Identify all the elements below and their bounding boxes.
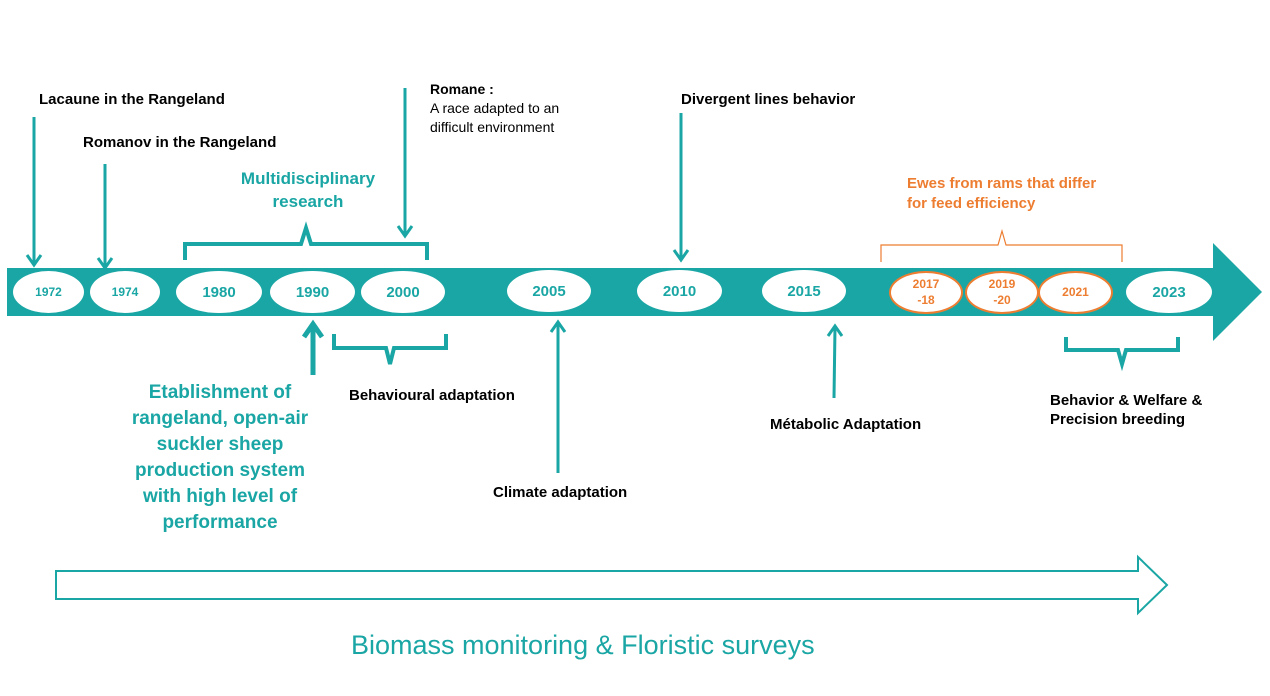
multidisciplinary-label: Multidisciplinary research (240, 169, 376, 211)
romanov-label: Romanov in the Rangeland (83, 134, 277, 151)
biomass-arrow (55, 554, 1169, 616)
divergent-arrow (672, 113, 690, 263)
ewes-bracket (880, 228, 1123, 262)
year-2019-20: 2019-20 (965, 271, 1039, 314)
establishment-label: Etablishment of rangeland, open-air suck… (131, 382, 309, 533)
year-2005: 2005 (507, 270, 591, 312)
behavior-welfare-bracket (1064, 337, 1180, 372)
multidisciplinary-bracket (183, 221, 429, 260)
year-2015: 2015 (762, 270, 846, 312)
climate-label: Climate adaptation (493, 484, 628, 501)
lacaune-arrow (25, 117, 43, 268)
metabolic-arrow (826, 323, 844, 399)
biomass-label: Biomass monitoring & Floristic surveys (351, 630, 815, 660)
year-1972: 1972 (13, 271, 84, 313)
establishment-arrow (301, 319, 325, 375)
romane-arrow (396, 88, 414, 239)
climate-arrow (549, 319, 567, 473)
year-2017-18: 2017-18 (889, 271, 963, 314)
year-1980: 1980 (176, 271, 262, 313)
year-1990: 1990 (270, 271, 355, 313)
year-2000: 2000 (361, 271, 445, 313)
year-2010: 2010 (637, 270, 722, 312)
behavior-welfare-label: Behavior & Welfare & Precision breeding (1050, 392, 1203, 428)
year-1974: 1974 (90, 271, 160, 313)
year-2023: 2023 (1126, 271, 1212, 313)
romane-desc-line2: difficult environment (430, 119, 555, 135)
metabolic-label: Métabolic Adaptation (770, 416, 922, 433)
romane-title: Romane : (430, 81, 494, 97)
timeline-arrow (7, 243, 1262, 341)
behavioural-bracket (332, 334, 448, 365)
year-2021: 2021 (1038, 271, 1113, 314)
behavioural-label: Behavioural adaptation (349, 387, 515, 404)
romanov-arrow (96, 164, 114, 271)
divergent-label: Divergent lines behavior (681, 91, 856, 108)
romane-desc-line1: A race adapted to an (430, 100, 560, 116)
lacaune-label: Lacaune in the Rangeland (39, 91, 225, 108)
ewes-label: Ewes from rams that differ for feed effi… (907, 175, 1097, 212)
